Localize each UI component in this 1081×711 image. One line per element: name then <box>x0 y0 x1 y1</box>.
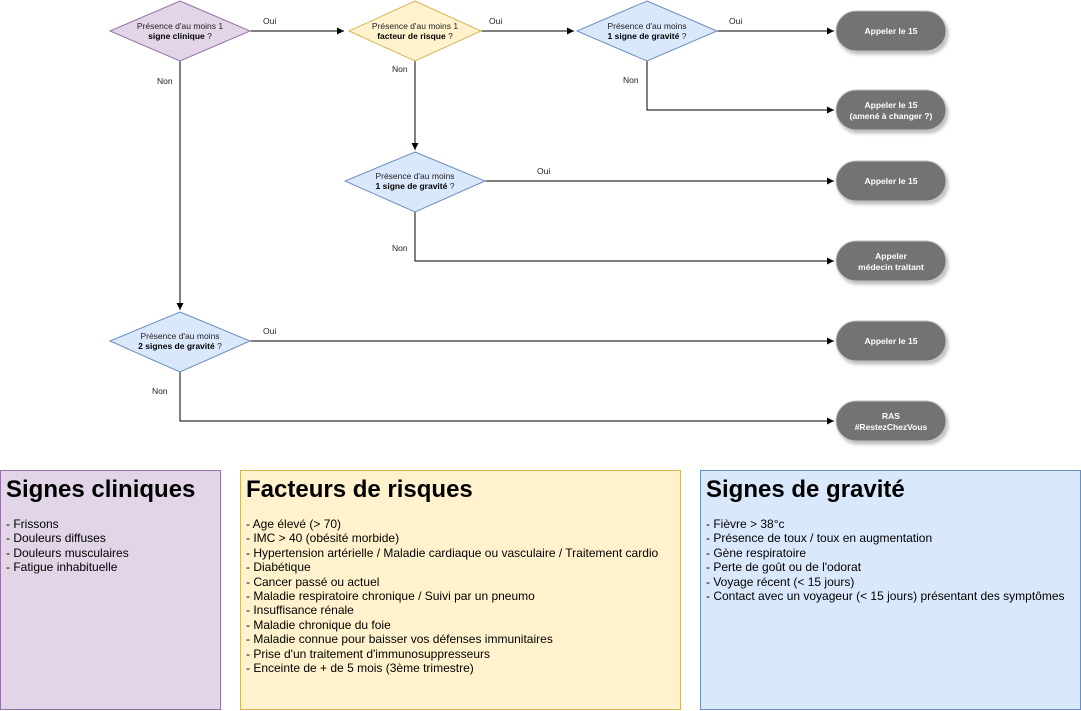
list-item: - Fièvre > 38°c <box>706 517 785 531</box>
outcome-node-o6: RAS #RestezChezVous <box>835 400 947 442</box>
list-item: - Fatigue inhabituelle <box>6 560 118 575</box>
list-item: - Prise d'un traitement d'immunosuppress… <box>246 646 491 661</box>
list-item: - Cancer passé ou actuel <box>246 574 380 589</box>
label-d4-no: Non <box>392 243 408 253</box>
outcome-shape <box>835 89 947 131</box>
decision-node-d4: Présence d'au moins 1 signe de gravité ? <box>343 151 487 213</box>
panel-severity-signs: Signes de gravité - Fièvre > 38°c - Prés… <box>700 470 1081 710</box>
decision-node-d3: Présence d'au moins 1 signe de gravité ? <box>575 0 719 62</box>
list-item: - Frissons <box>6 517 59 531</box>
outcome-line1: Appeler le 15 <box>865 336 918 346</box>
outcome-shape <box>835 160 947 202</box>
decision-line1: Présence d'au moins <box>375 171 454 181</box>
panel-title: Facteurs de risques <box>246 476 473 503</box>
outcome-line2: #RestezChezVous <box>855 422 928 432</box>
edge-labels: Oui Oui Oui Non Non Non Oui Non Oui Non <box>152 16 742 396</box>
label-d5-yes: Oui <box>263 326 276 336</box>
list-item: - Diabétique <box>246 560 311 575</box>
decision-line2: 1 signe de gravité ? <box>376 181 455 191</box>
list-item: - Age élevé (> 70) <box>246 517 342 531</box>
diamond-shape <box>343 151 487 213</box>
label-d3-no: Non <box>623 75 639 85</box>
decision-line2: 1 signe de gravité ? <box>608 31 687 41</box>
label-d1-no: Non <box>157 76 173 86</box>
list-item: - Maladie chronique du foie <box>246 617 391 632</box>
flow-edges <box>176 27 834 425</box>
outcome-node-o3: Appeler le 15 <box>835 160 947 202</box>
label-d2-yes: Oui <box>489 16 502 26</box>
panel-list: - Fièvre > 38°c - Présence de toux / tou… <box>706 517 1075 603</box>
outcome-node-o1: Appeler le 15 <box>835 10 947 52</box>
panel-title: Signes cliniques <box>6 476 196 503</box>
list-item: - Maladie connue pour baisser vos défens… <box>246 632 553 647</box>
decision-line1: Présence d'au moins <box>607 21 686 31</box>
outcome-node-o4: Appeler médecin traitant <box>835 240 947 282</box>
edge-d4-no-o4 <box>414 212 834 265</box>
decision-node-d2: Présence d'au moins 1 facteur de risque … <box>347 0 483 62</box>
list-item: - Perte de goût ou de l'odorat <box>706 560 862 575</box>
list-item: - Gène respiratoire <box>706 545 807 560</box>
decision-flowchart: Oui Oui Oui Non Non Non Oui Non Oui Non … <box>108 0 947 442</box>
diamond-shape <box>347 0 483 62</box>
outcome-shape <box>835 400 947 442</box>
list-item: - Présence de toux / toux en augmentatio… <box>706 531 933 546</box>
panel-title: Signes de gravité <box>706 476 905 503</box>
decision-line2: signe clinique ? <box>148 31 212 41</box>
list-item: - Insuffisance rénale <box>246 603 354 618</box>
outcome-node-o5: Appeler le 15 <box>835 320 947 362</box>
diamond-shape <box>108 0 252 62</box>
edge-d5-no-o6 <box>179 372 834 425</box>
list-item: - Douleurs diffuses <box>6 531 106 546</box>
panel-list: - Age élevé (> 70) - IMC > 40 (obésité m… <box>246 517 675 675</box>
list-item: - Maladie respiratoire chronique / Suivi… <box>246 589 535 604</box>
decision-line2: facteur de risque ? <box>377 31 453 41</box>
outcome-line1: Appeler <box>875 251 907 261</box>
label-d4-yes: Oui <box>537 166 550 176</box>
list-item: - Hypertension artérielle / Maladie card… <box>246 545 659 560</box>
panel-clinical-signs: Signes cliniques - Frissons - Douleurs d… <box>0 470 221 710</box>
decision-line2: 2 signes de gravité ? <box>138 341 222 351</box>
label-d1-yes: Oui <box>263 16 276 26</box>
label-d2-no: Non <box>392 64 408 74</box>
outcome-line1: RAS <box>882 411 900 421</box>
edge-d3-no-o2 <box>646 61 834 114</box>
outcome-node-o2: Appeler le 15 (amené à changer ?) <box>835 89 947 131</box>
decision-line1: Présence d'au moins 1 <box>137 21 223 31</box>
list-item: - Contact avec un voyageur (< 15 jours) … <box>706 589 1065 604</box>
list-item: - IMC > 40 (obésité morbide) <box>246 531 400 546</box>
panel-list: - Frissons - Douleurs diffuses - Douleur… <box>6 517 215 575</box>
diamond-shape <box>575 0 719 62</box>
diamond-shape <box>108 311 252 373</box>
decision-node-d5: Présence d'au moins 2 signes de gravité … <box>108 311 252 373</box>
outcome-shape <box>835 320 947 362</box>
label-d3-yes: Oui <box>729 16 742 26</box>
outcome-shape <box>835 240 947 282</box>
outcome-shape <box>835 10 947 52</box>
list-item: - Voyage récent (< 15 jours) <box>706 574 855 589</box>
label-d5-no: Non <box>152 386 168 396</box>
outcome-line1: Appeler le 15 <box>865 176 918 186</box>
list-item: - Douleurs musculaires <box>6 545 129 560</box>
outcome-line1: Appeler le 15 <box>865 100 918 110</box>
decision-line1: Présence d'au moins 1 <box>372 21 458 31</box>
decision-line1: Présence d'au moins <box>140 331 219 341</box>
outcome-line2: (amené à changer ?) <box>850 111 933 121</box>
decision-node-d1: Présence d'au moins 1 signe clinique ? <box>108 0 252 62</box>
panel-risk-factors: Facteurs de risques - Age élevé (> 70) -… <box>240 470 681 710</box>
outcome-line1: Appeler le 15 <box>865 26 918 36</box>
outcome-line2: médecin traitant <box>858 262 924 272</box>
list-item: - Enceinte de + de 5 mois (3ème trimestr… <box>246 661 474 676</box>
